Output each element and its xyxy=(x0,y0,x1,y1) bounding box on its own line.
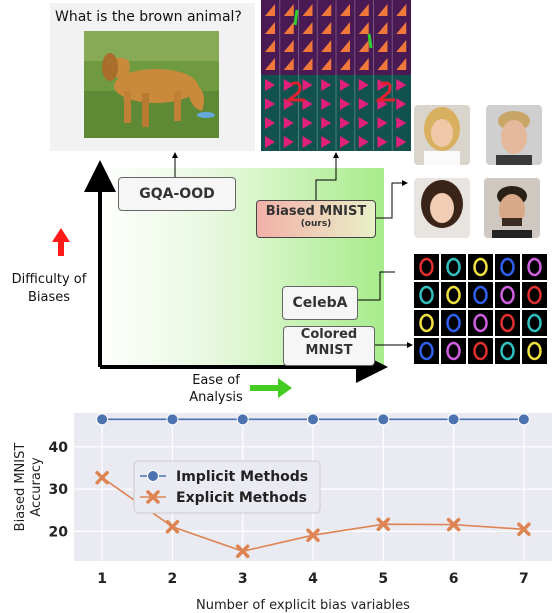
y-axis-label: Biased MNISTAccuracy xyxy=(13,443,44,532)
legend-label: Implicit Methods xyxy=(176,469,308,485)
x-tick-labels: 1 2 3 4 5 6 7 xyxy=(97,571,529,587)
difficulty-line2: Biases xyxy=(27,290,71,305)
face-photo-1 xyxy=(414,105,470,165)
colored-label: Colored xyxy=(300,327,358,342)
ease-line2: Analysis xyxy=(189,390,243,405)
face-photo-4 xyxy=(484,178,540,238)
legend-label: Explicit Methods xyxy=(176,490,307,506)
gqa-ood-tag: GQA-OOD xyxy=(118,177,236,211)
face-photo-2 xyxy=(486,105,542,165)
legend-box xyxy=(133,460,321,514)
colored-mnist-tag: Colored MNIST xyxy=(283,326,375,366)
y-tick-label: 30 xyxy=(49,482,69,498)
data-point xyxy=(517,413,530,426)
y-tick-label: 40 xyxy=(49,440,69,456)
series-layer xyxy=(95,413,531,559)
x-tick-label: 5 xyxy=(378,571,388,587)
y-tick-labels: 20 30 40 xyxy=(49,440,69,541)
ease-line1: Ease of xyxy=(192,373,240,388)
biased-mnist-tag: Biased MNIST (ours) xyxy=(256,200,376,238)
axis-and-connector-layer xyxy=(52,152,413,398)
data-point xyxy=(307,413,319,426)
biased-mnist-example-grid xyxy=(261,0,411,151)
data-point xyxy=(377,413,390,426)
biased-mnist-label: Biased MNIST xyxy=(265,204,367,219)
data-point xyxy=(235,544,250,559)
x-tick-label: 2 xyxy=(168,571,178,587)
data-point xyxy=(166,413,179,426)
dog-photo xyxy=(84,31,219,138)
face-photo-3 xyxy=(414,178,470,238)
accuracy-line-chart: 20 30 40 1 2 3 4 5 6 7 Implicit MethodsExplicit … xyxy=(13,413,552,613)
data-point xyxy=(376,517,391,531)
difficulty-line1: Difficulty of xyxy=(11,272,87,287)
x-axis-label: Number of explicit bias variables xyxy=(196,598,410,613)
x-tick-label: 4 xyxy=(308,571,318,587)
data-point xyxy=(306,528,320,542)
x-tick-label: 1 xyxy=(97,571,107,587)
data-point xyxy=(95,470,109,485)
mnist-label: MNIST xyxy=(305,343,353,358)
difficulty-axis-label: Difficulty of Biases xyxy=(8,271,90,307)
data-point xyxy=(96,413,109,426)
data-point xyxy=(447,413,460,426)
x-tick-label: 3 xyxy=(238,571,248,587)
data-point xyxy=(517,522,531,537)
vqa-question: What is the brown animal? xyxy=(55,9,242,25)
x-tick-label: 6 xyxy=(449,571,459,587)
colored-mnist-digits xyxy=(413,253,548,365)
data-point xyxy=(446,517,461,532)
ease-axis-label: Ease of Analysis xyxy=(180,372,252,406)
data-point xyxy=(165,519,180,534)
gqa-example-panel: What is the brown animal? xyxy=(50,3,255,151)
y-tick-label: 20 xyxy=(49,524,69,540)
data-point xyxy=(236,413,249,426)
green-right-arrow xyxy=(250,378,292,398)
x-tick-label: 7 xyxy=(519,571,529,587)
celeba-tag: CelebA xyxy=(282,286,358,320)
ours-label: (ours) xyxy=(300,219,332,229)
red-up-arrow xyxy=(52,228,70,256)
